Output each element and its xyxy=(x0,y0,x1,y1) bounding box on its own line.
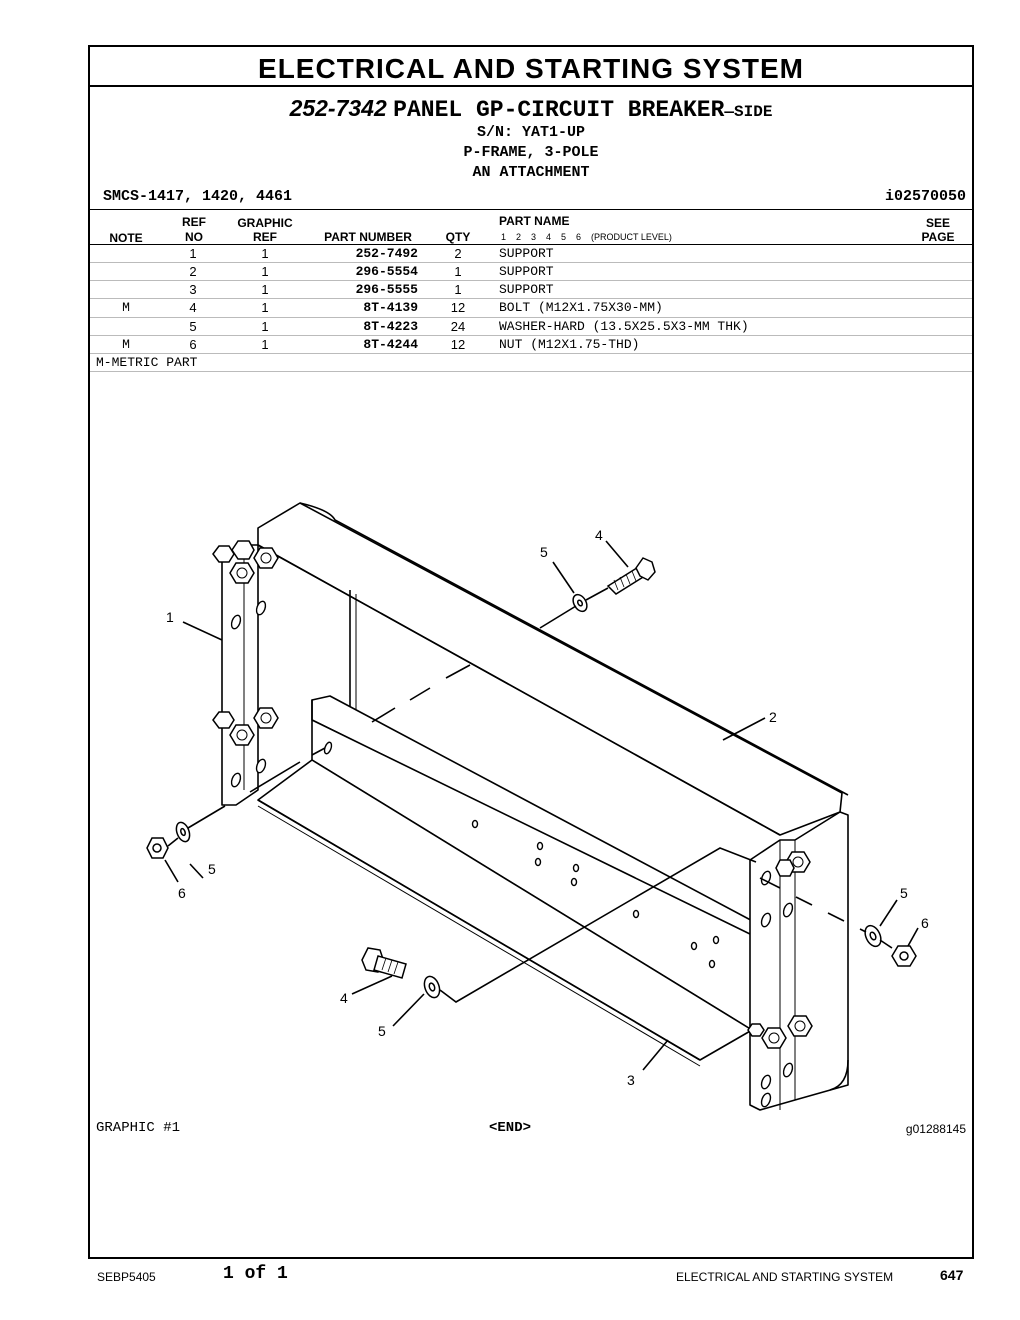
row-part-name: SUPPORT xyxy=(499,264,554,279)
table-row: 5 1 8T-4223 24 WASHER-HARD (13.5X25.5X3-… xyxy=(90,319,972,337)
row-ref: 3 xyxy=(189,282,197,297)
table-row: 2 1 296-5554 1 SUPPORT xyxy=(90,264,972,282)
table-bottom-rule xyxy=(90,371,972,372)
frame-line: P-FRAME, 3-POLE xyxy=(463,144,599,161)
row-divider xyxy=(90,262,972,263)
row-part-number: 8T-4223 xyxy=(363,319,418,334)
row-qty: 1 xyxy=(454,282,462,297)
table-row: M 6 1 8T-4244 12 NUT (M12X1.75-THD) xyxy=(90,337,972,355)
row-note: M xyxy=(122,300,130,315)
document-frame: ELECTRICAL AND STARTING SYSTEM 252-7342 … xyxy=(88,45,974,1259)
document-ident: i02570050 xyxy=(884,188,966,205)
row-part-name: SUPPORT xyxy=(499,282,554,297)
row-part-number: 8T-4244 xyxy=(363,337,418,352)
header-part-number: PART NUMBER xyxy=(324,230,412,244)
row-qty: 12 xyxy=(450,337,466,352)
table-row: 1 1 252-7492 2 SUPPORT xyxy=(90,246,972,264)
row-part-name: WASHER-HARD (13.5X25.5X3-MM THK) xyxy=(499,319,749,334)
callout-5-left: 5 xyxy=(208,861,216,877)
row-ref: 5 xyxy=(189,319,197,334)
header-note: NOTE xyxy=(109,231,143,245)
group-part-suffix: —SIDE xyxy=(724,103,773,121)
attachment-line: AN ATTACHMENT xyxy=(472,164,590,181)
row-graphic: 1 xyxy=(261,319,269,334)
header-qty: QTY xyxy=(445,230,471,244)
row-graphic: 1 xyxy=(261,300,269,315)
row-ref: 6 xyxy=(189,337,197,352)
group-part-title: PANEL GP-CIRCUIT BREAKER xyxy=(393,97,725,123)
row-part-number: 252-7492 xyxy=(355,246,418,261)
header-part-name: PART NAME xyxy=(499,214,570,228)
row-part-name: BOLT (M12X1.75X30-MM) xyxy=(499,300,663,315)
metric-note: M-METRIC PART xyxy=(96,355,198,370)
header-product-level: 1 2 3 4 5 6 (PRODUCT LEVEL) xyxy=(501,232,672,242)
page-number: 647 xyxy=(940,1267,964,1283)
callout-5-right: 5 xyxy=(900,885,908,901)
title-divider xyxy=(90,85,972,87)
callout-6-left: 6 xyxy=(178,885,186,901)
row-divider xyxy=(90,298,972,299)
callout-4-top: 4 xyxy=(595,527,603,543)
table-top-rule xyxy=(90,209,972,210)
row-part-number: 296-5555 xyxy=(355,282,418,297)
table-row: 3 1 296-5555 1 SUPPORT xyxy=(90,282,972,300)
table-row: M 4 1 8T-4139 12 BOLT (M12X1.75X30-MM) xyxy=(90,300,972,318)
serial-line: S/N: YAT1-UP xyxy=(476,124,586,141)
footer-section: ELECTRICAL AND STARTING SYSTEM xyxy=(676,1270,894,1284)
callout-5-top: 5 xyxy=(540,544,548,560)
row-divider xyxy=(90,317,972,318)
row-ref: 1 xyxy=(189,246,197,261)
row-part-number: 296-5554 xyxy=(355,264,418,279)
row-graphic: 1 xyxy=(261,246,269,261)
smcs-codes: SMCS-1417, 1420, 4461 xyxy=(103,188,293,205)
header-ref-bottom: NO xyxy=(185,230,203,244)
callout-1: 1 xyxy=(166,609,174,625)
row-qty: 24 xyxy=(450,319,466,334)
header-graphic-top: GRAPHIC xyxy=(237,216,293,230)
document-number: SEBP5405 xyxy=(97,1270,156,1284)
row-divider xyxy=(90,280,972,281)
table-header-rule xyxy=(90,244,972,245)
row-divider xyxy=(90,335,972,336)
page-title: ELECTRICAL AND STARTING SYSTEM xyxy=(258,53,804,84)
row-graphic: 1 xyxy=(261,282,269,297)
end-marker: <END> xyxy=(489,1120,532,1136)
row-part-name: NUT (M12X1.75-THD) xyxy=(499,337,640,352)
header-see-top: SEE xyxy=(925,216,950,230)
row-ref: 2 xyxy=(189,264,197,279)
graphic-id: g01288145 xyxy=(905,1122,966,1136)
header-ref-top: REF xyxy=(182,215,206,229)
row-note: M xyxy=(122,337,130,352)
row-graphic: 1 xyxy=(261,337,269,352)
row-part-number: 8T-4139 xyxy=(363,300,418,315)
row-divider xyxy=(90,353,972,354)
row-qty: 2 xyxy=(454,246,462,261)
left-support-plate xyxy=(221,544,259,806)
callout-6-right: 6 xyxy=(921,915,929,931)
part-heading: 252-7342 PANEL GP-CIRCUIT BREAKER—SIDE xyxy=(90,95,972,123)
header-graphic-bottom: REF xyxy=(253,230,277,244)
page-of: 1 of 1 xyxy=(223,1264,288,1284)
group-part-number: 252-7342 xyxy=(289,95,387,121)
row-graphic: 1 xyxy=(261,264,269,279)
header-see-bottom: PAGE xyxy=(921,230,955,244)
graphic-label: GRAPHIC #1 xyxy=(96,1120,181,1136)
callout-5-lower: 5 xyxy=(378,1023,386,1039)
row-part-name: SUPPORT xyxy=(499,246,554,261)
callout-3: 3 xyxy=(627,1072,635,1088)
callout-2: 2 xyxy=(769,709,777,725)
row-qty: 1 xyxy=(454,264,462,279)
callout-4-lower: 4 xyxy=(340,990,348,1006)
row-qty: 12 xyxy=(450,300,466,315)
row-ref: 4 xyxy=(189,300,197,315)
